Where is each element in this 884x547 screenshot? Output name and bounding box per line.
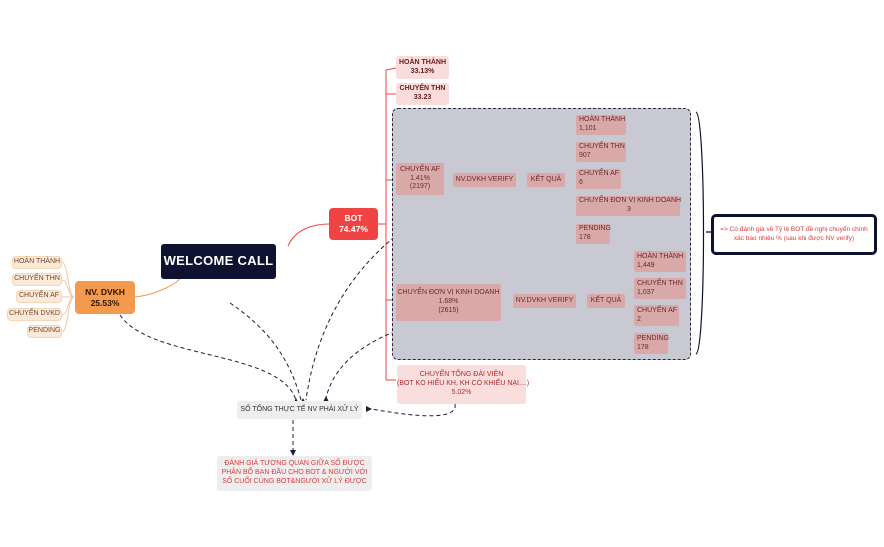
note-box[interactable]: => Có đánh giá về Tỷ lệ BOT đề nghị chuy… <box>711 214 877 255</box>
nv-leaf-chuyen-dvkd[interactable]: CHUYỂN DVKD <box>7 308 62 321</box>
bot-hoan-thanh[interactable]: HOÀN THÀNH 33.13% <box>396 56 449 79</box>
af-verify-node[interactable]: NV.DVKH VERIFY <box>453 173 516 187</box>
af-outcome-hoan-thanh[interactable]: HOÀN THÀNH 1,101 <box>576 115 626 135</box>
edge-nv-leaf-5 <box>61 296 75 333</box>
dvkd-outcome-chuyen-af[interactable]: CHUYỂN AF 2 <box>634 305 679 326</box>
dvkd-verify-node[interactable]: NV.DVKH VERIFY <box>513 294 576 308</box>
root-label: WELCOME CALL <box>163 253 274 269</box>
bot-value: 74.47% <box>339 224 368 234</box>
dvkd-outcome-chuyen-thn[interactable]: CHUYỂN THN 1,037 <box>634 278 686 299</box>
summary-node[interactable]: SỐ TỔNG THỰC TẾ NV PHẢI XỬ LÝ <box>237 401 362 419</box>
bot-chuyen-tong-dai-vien[interactable]: CHUYỂN TỔNG ĐÀI VIÊN (BOT KO HIỂU KH, KH… <box>397 365 529 404</box>
dashed-root-summary <box>229 302 302 401</box>
af-outcome-chuyen-dvkd[interactable]: CHUYỂN ĐƠN VỊ KINH DOANH 3 <box>576 196 681 216</box>
af-outcome-pending[interactable]: PENDING 178 <box>576 224 611 244</box>
edge-nv-leaf-1 <box>61 261 75 298</box>
nv-dvkh-node[interactable]: NV. DVKH 25.53% <box>75 281 135 314</box>
bot-label: BOT <box>344 213 363 224</box>
group-bracket <box>695 111 711 355</box>
arrow-summary-4 <box>366 406 372 412</box>
dashed-nvdvkh-summary <box>119 314 297 401</box>
dvkd-outcome-hoan-thanh[interactable]: HOÀN THÀNH 1,449 <box>634 251 686 272</box>
nv-leaf-pending[interactable]: PENDING <box>27 325 62 338</box>
edge-nv-leaf-2 <box>61 279 75 298</box>
af-result-node[interactable]: KẾT QUẢ <box>527 173 565 187</box>
nv-leaf-chuyen-af[interactable]: CHUYỂN AF <box>16 290 62 303</box>
edge-bot-trunk <box>378 70 387 380</box>
nv-dvkh-label: NV. DVKH <box>85 286 125 297</box>
dashed-tdv-summary <box>365 403 456 417</box>
edge-root-nvdvkh <box>133 278 181 298</box>
evaluation-node[interactable]: ĐÁNH GIÁ TƯƠNG QUAN GIỮA SỐ ĐƯỢC PHÂN BỔ… <box>217 456 372 491</box>
nv-leaf-hoan-thanh[interactable]: HOÀN THÀNH <box>12 256 62 269</box>
edge-root-bot <box>287 223 330 247</box>
af-outcome-chuyen-thn[interactable]: CHUYỂN THN 907 <box>576 142 626 162</box>
bot-node[interactable]: BOT 74.47% <box>329 208 378 240</box>
edge-bot-ht <box>385 67 397 71</box>
bot-chuyen-dvkd[interactable]: CHUYỂN ĐƠN VỊ KINH DOANH 1.68% (2615) <box>396 284 501 321</box>
dvkd-outcome-pending[interactable]: PENDING 178 <box>634 333 669 354</box>
welcome-call-root[interactable]: WELCOME CALL <box>161 244 276 279</box>
af-outcome-chuyen-af[interactable]: CHUYỂN AF 6 <box>576 169 621 189</box>
dvkd-result-node[interactable]: KẾT QUẢ <box>587 294 625 308</box>
nv-leaf-chuyen-thn[interactable]: CHUYỂN THN <box>12 273 62 286</box>
nv-dvkh-value: 25.53% <box>90 297 120 308</box>
edge-nv-leaf-4 <box>61 296 75 316</box>
bot-chuyen-af[interactable]: CHUYỂN AF 1.41% (2197) <box>396 163 444 195</box>
bot-chuyen-thn[interactable]: CHUYỂN THN 33.23 <box>396 83 449 105</box>
